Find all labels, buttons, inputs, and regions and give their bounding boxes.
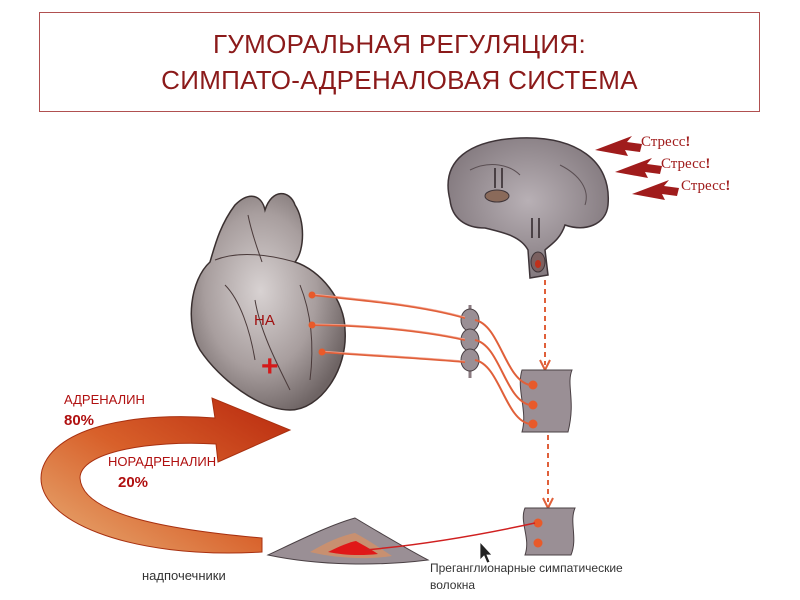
fibers-label-line-1: Преганглионарные симпатические	[430, 561, 623, 575]
spinal-cord-segment-upper	[519, 369, 573, 433]
adrenal-gland-illustration	[266, 517, 430, 565]
noradrenaline-percent: 20%	[118, 474, 149, 491]
brain-illustration	[447, 137, 609, 279]
stress-arrow-icon-1	[595, 136, 642, 156]
noradrenaline-label: НОРАДРЕНАЛИН	[108, 454, 217, 469]
title-line-1: ГУМОРАЛЬНАЯ РЕГУЛЯЦИЯ:	[212, 29, 586, 59]
adrenaline-percent: 80%	[64, 412, 95, 429]
adrenal-to-heart-arrow	[40, 397, 292, 554]
sympathetic-ganglion-chain	[460, 305, 480, 378]
postganglionic-fibers-highlight	[311, 293, 466, 362]
preganglionic-fiber-to-adrenal	[364, 522, 536, 551]
title-line-2: СИМПАТО-АДРЕНАЛОВАЯ СИСТЕМА	[161, 65, 638, 95]
adrenaline-label: АДРЕНАЛИН	[64, 392, 145, 407]
preganglionic-fibers	[474, 319, 531, 425]
stress-label-2: Стресс!	[661, 156, 711, 172]
adrenal-label: надпочечники	[142, 568, 226, 583]
stress-arrow-icon-3	[632, 180, 679, 200]
stress-label-3: Стресс!	[681, 178, 731, 194]
na-label: НА	[254, 312, 275, 329]
plus-sign: +	[261, 350, 279, 383]
stress-arrow-icon-2	[615, 158, 662, 178]
heart-illustration	[190, 192, 346, 411]
stress-label-1: Стресс!	[641, 134, 691, 150]
spinal-cord-segment-lower	[522, 507, 576, 556]
heart-nerve-endings	[308, 291, 326, 356]
postganglionic-fibers	[311, 294, 466, 363]
cursor-arrow-icon	[479, 540, 493, 564]
title-box: ГУМОРАЛЬНАЯ РЕГУЛЯЦИЯ: СИМПАТО-АДРЕНАЛОВ…	[39, 12, 760, 112]
fibers-label-line-2: волокна	[430, 578, 476, 592]
